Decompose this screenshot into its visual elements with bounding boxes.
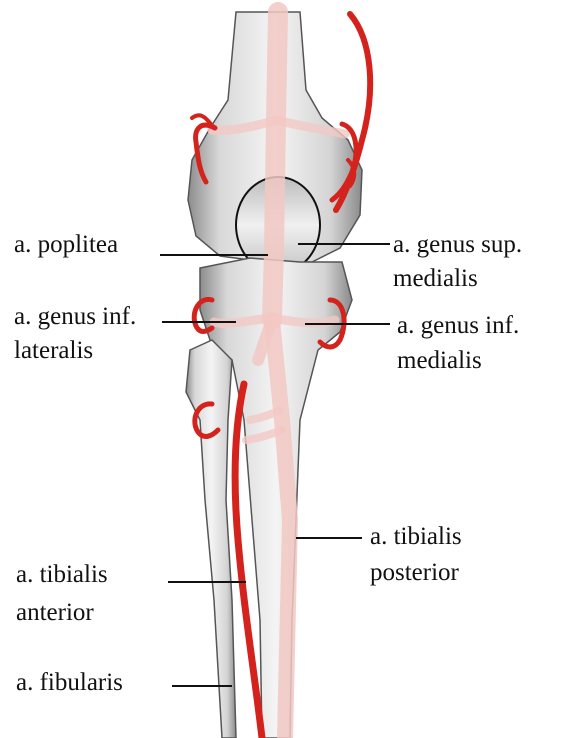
fibula	[186, 340, 236, 738]
label-genus-inf-lateralis-line2: lateralis	[14, 337, 93, 364]
label-tibialis-anterior-line2: anterior	[16, 599, 94, 626]
label-tibialis-anterior-line1: a. tibialis	[16, 561, 108, 588]
label-genus-sup-medialis-line1: a. genus sup.	[393, 231, 522, 258]
label-fibularis: a. fibularis	[16, 669, 123, 696]
label-tibialis-posterior-line1: a. tibialis	[370, 523, 462, 550]
label-tibialis-posterior-line2: posterior	[370, 559, 460, 586]
label-poplitea: a. poplitea	[14, 231, 118, 258]
label-genus-inf-lateralis-line1: a. genus inf.	[14, 303, 136, 330]
label-genus-inf-medialis-line2: medialis	[397, 347, 482, 374]
label-genus-sup-medialis-line2: medialis	[393, 265, 478, 292]
label-genus-inf-medialis-line1: a. genus inf.	[397, 312, 519, 339]
